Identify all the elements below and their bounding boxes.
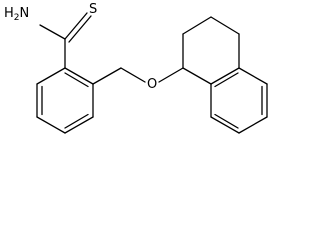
bond-sat-2 [182,16,212,35]
bond-ring-inner-2 [64,113,89,129]
bond-ch2-o [120,67,146,83]
bond-c-s-2 [68,15,92,43]
bond-ring-inner-1 [64,72,89,88]
bond-ring-3 [64,116,94,134]
fused-benzene-ring [210,67,268,134]
bond-ar-inner-1 [214,72,239,88]
bond-ring-1 [64,67,94,85]
bond-ar-1 [210,67,240,85]
atom-label-o: O [147,77,157,92]
atom-label-nh2: H2N [4,6,29,23]
bond-sat-3 [210,16,240,35]
bond-c-s-1 [64,12,88,40]
bond-ar-inner-3 [214,113,239,129]
bond-ar-2 [238,67,268,85]
atom-label-s: S [89,2,97,17]
bond-ar-5 [210,116,240,134]
molecule-structure: S H2N O [4,2,268,134]
bond-sat-5 [182,67,212,85]
atom-label-nh2-h: H [4,6,14,21]
bond-ring-4 [36,116,66,134]
tetrahydro-ring [182,16,240,85]
bond-ring-ch2 [92,67,122,85]
atom-label-nh2-n: N [20,6,30,21]
bond-ring-6 [36,67,66,85]
bond-ar-4 [238,116,268,134]
bond-c-n [39,24,66,40]
bond-o-ch [158,67,184,83]
atom-label-nh2-subscript: 2 [14,13,20,23]
benzene-ring [36,67,94,134]
